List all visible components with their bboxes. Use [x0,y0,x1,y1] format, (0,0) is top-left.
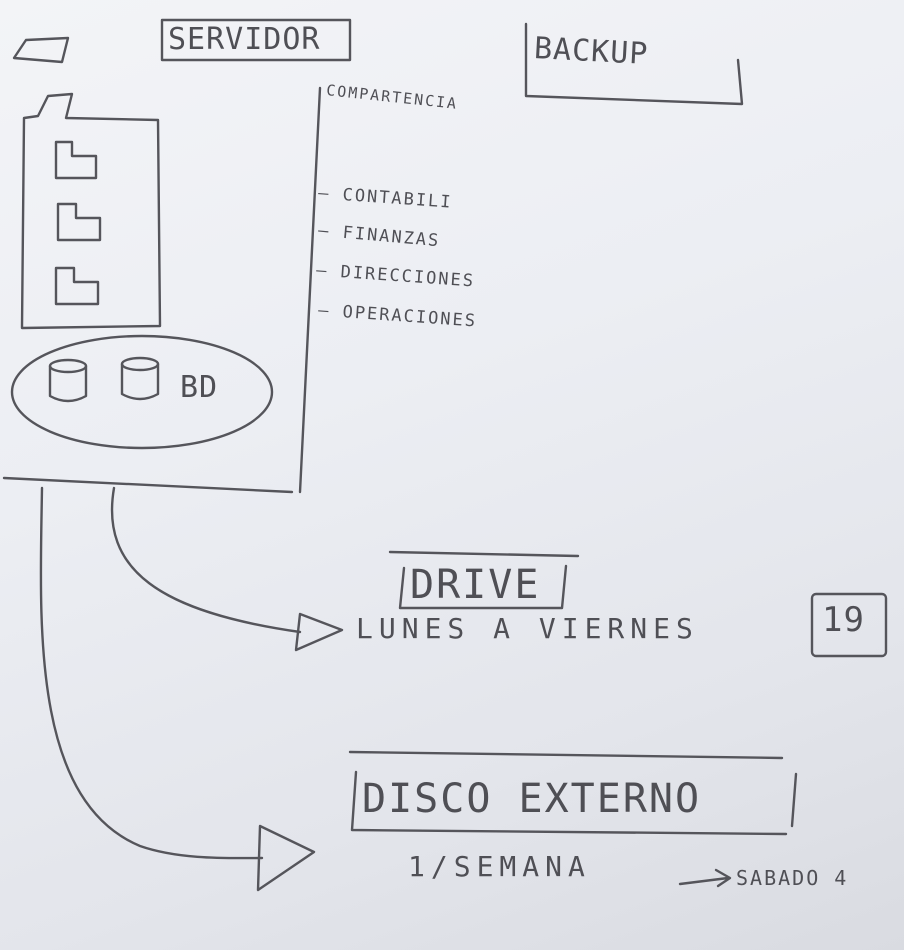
database-icon [120,356,160,401]
disk-note: SABADO 4 [736,866,849,890]
drive-schedule: LUNES A VIERNES [356,612,699,645]
drive-box [388,550,580,610]
arrow-to-disk [39,486,264,860]
folder-icon [54,140,98,180]
backup-label: BACKUP [533,31,650,72]
disk-label: DISCO EXTERNO [362,776,702,822]
server-bottom-line [2,476,294,494]
server-divider [298,86,322,494]
folder-icon [54,266,100,306]
backup-label-box [524,22,744,106]
schedule-arrow [678,868,732,888]
server-tab-shape [12,36,70,64]
arrow-head-disk [256,824,316,892]
arrow-head-drive [294,612,344,652]
drive-label: DRIVE [410,562,541,608]
database-group [10,334,274,450]
database-label: BD [180,370,219,405]
folder-stack [20,92,162,330]
database-icon [48,358,88,403]
disk-box [348,750,798,836]
day-box [810,592,888,658]
server-label-box [160,18,352,62]
server-label: SERVIDOR [168,22,321,57]
disk-schedule: 1/SEMANA [408,850,591,883]
drive-day: 19 [822,600,865,640]
arrow-to-drive [110,486,302,634]
folder-icon [56,202,102,242]
